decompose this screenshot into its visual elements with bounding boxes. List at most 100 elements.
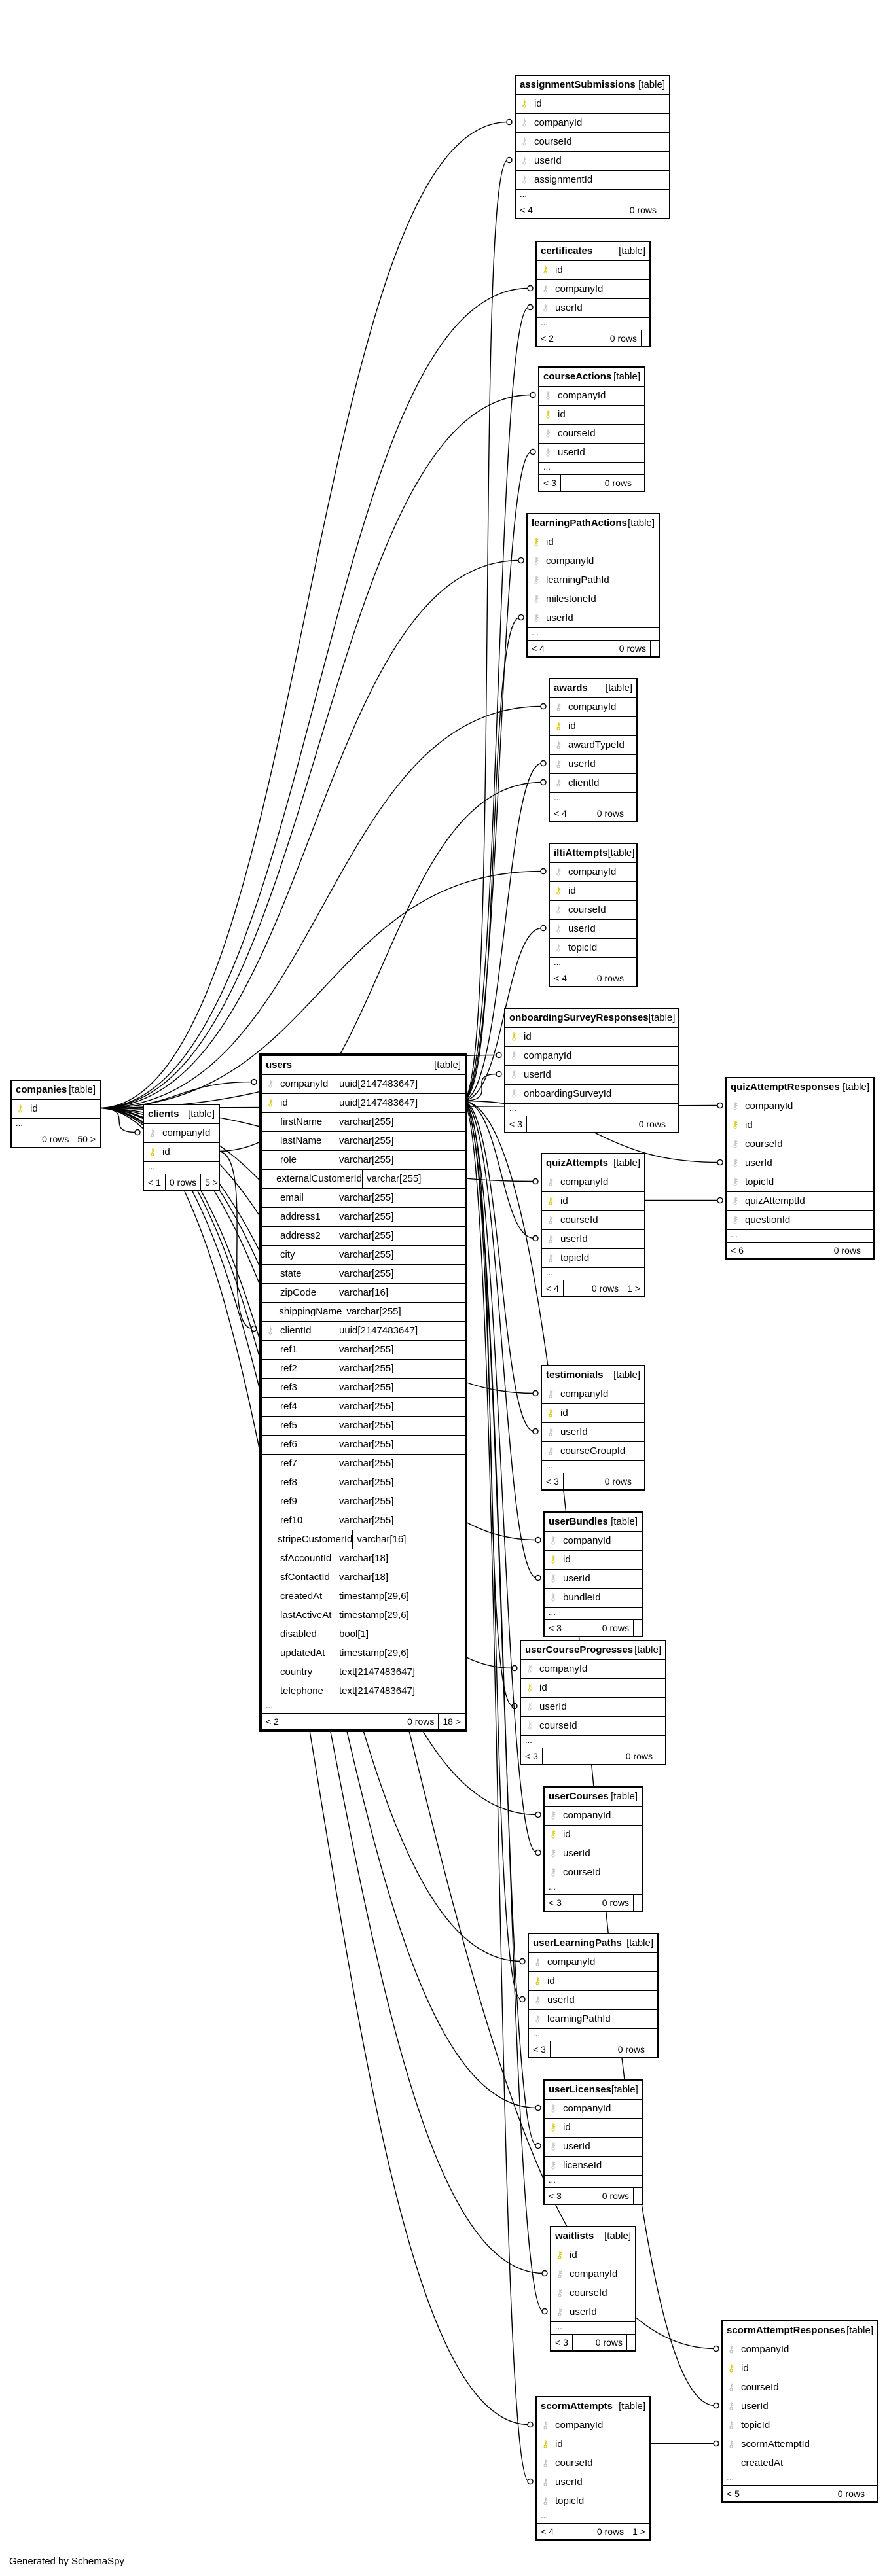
column-name[interactable]: assignmentId <box>534 174 593 185</box>
column-name[interactable]: country <box>280 1667 313 1678</box>
column-name[interactable]: companyId <box>741 2344 789 2355</box>
column-row[interactable]: ⚷bundleId <box>545 1589 642 1608</box>
column-name[interactable]: id <box>524 1031 532 1042</box>
column-name[interactable]: lastActiveAt <box>280 1610 332 1621</box>
column-name[interactable]: id <box>560 1195 568 1207</box>
table-onboardingSurveyResponses[interactable]: onboardingSurveyResponses[table]⚷id⚷comp… <box>504 1008 679 1133</box>
table-testimonials[interactable]: testimonials[table]⚷companyId⚷id⚷userId⚷… <box>541 1365 645 1491</box>
table-name[interactable]: awards <box>554 682 588 694</box>
parent-count[interactable]: < 1 <box>144 1174 166 1190</box>
column-name[interactable]: address1 <box>280 1211 321 1222</box>
table-certificates[interactable]: certificates[table]⚷id⚷companyId⚷userId.… <box>535 241 651 347</box>
column-name[interactable]: userId <box>555 302 583 313</box>
column-name[interactable]: id <box>555 2439 563 2450</box>
column-row[interactable]: ⚷companyId <box>537 2416 649 2435</box>
table-assignmentSubmissions[interactable]: assignmentSubmissions[table]⚷id⚷companyI… <box>515 75 670 219</box>
column-name[interactable]: clientId <box>280 1325 312 1336</box>
column-name[interactable]: topicId <box>568 942 598 953</box>
column-name[interactable]: updatedAt <box>280 1648 325 1659</box>
column-name[interactable]: ref3 <box>280 1382 297 1393</box>
column-name[interactable]: companyId <box>547 1956 596 1967</box>
column-row[interactable]: ⚷userId <box>528 609 659 628</box>
parent-count[interactable]: < 3 <box>539 475 561 491</box>
column-row[interactable]: ⚷courseId <box>550 901 636 920</box>
child-count[interactable] <box>642 330 649 346</box>
column-name[interactable]: userId <box>534 155 562 166</box>
column-row[interactable]: ⚷userId <box>542 1230 644 1249</box>
column-name[interactable]: id <box>547 1975 555 1986</box>
column-name[interactable]: id <box>741 2363 749 2374</box>
column-row[interactable]: ⚷userId <box>551 2303 635 2322</box>
column-row[interactable]: ⚷id <box>550 717 636 736</box>
column-name[interactable]: companyId <box>555 2420 604 2431</box>
column-row[interactable]: ⚷topicId <box>727 1173 873 1192</box>
column-row[interactable]: ⚷userId <box>516 152 669 171</box>
table-name[interactable]: userLicenses <box>549 2084 611 2095</box>
column-name[interactable]: id <box>30 1103 38 1114</box>
column-row[interactable]: ⚷companyId <box>521 1660 665 1679</box>
column-row[interactable]: ⚷clientId <box>550 774 636 793</box>
column-name[interactable]: id <box>280 1097 288 1108</box>
table-learningPathActions[interactable]: learningPathActions[table]⚷id⚷companyId⚷… <box>526 513 660 658</box>
column-name[interactable]: ref1 <box>280 1344 297 1355</box>
table-courseActions[interactable]: courseActions[table]⚷companyId⚷id⚷course… <box>538 366 645 492</box>
column-row[interactable]: ⚷assignmentId <box>516 171 669 190</box>
column-name[interactable]: topicId <box>745 1176 774 1188</box>
table-name[interactable]: userCourseProgresses <box>525 1644 634 1655</box>
column-name[interactable]: courseId <box>570 2287 607 2299</box>
column-name[interactable]: shippingName <box>279 1306 342 1317</box>
parent-count[interactable]: < 6 <box>727 1243 748 1258</box>
column-name[interactable]: companyId <box>546 556 594 567</box>
column-row[interactable]: ⚷userId <box>505 1066 678 1085</box>
column-row[interactable]: ⚷companyId <box>723 2340 877 2359</box>
column-name[interactable]: disabled <box>280 1629 317 1640</box>
column-row[interactable]: ⚷id <box>727 1116 873 1135</box>
column-name[interactable]: ref8 <box>280 1477 297 1488</box>
child-count[interactable] <box>627 2335 635 2350</box>
child-count[interactable] <box>634 2188 642 2204</box>
column-row[interactable]: ⚷id <box>521 1679 665 1698</box>
column-name[interactable]: userId <box>555 2477 583 2488</box>
column-name[interactable]: id <box>563 2122 571 2133</box>
column-row[interactable]: ⚷companyId <box>144 1124 219 1143</box>
column-name[interactable]: sfAccountId <box>280 1553 332 1564</box>
column-name[interactable]: id <box>534 98 542 109</box>
column-row[interactable]: ⚷id <box>528 533 659 552</box>
column-row[interactable]: ⚷companyId <box>545 1807 642 1826</box>
column-row[interactable]: ⚷questionId <box>727 1211 873 1230</box>
parent-count[interactable]: < 3 <box>521 1748 543 1764</box>
column-row[interactable]: ⚷userId <box>723 2397 877 2416</box>
column-name[interactable]: courseId <box>560 1214 598 1226</box>
table-userLearningPaths[interactable]: userLearningPaths[table]⚷companyId⚷id⚷us… <box>528 1933 659 2058</box>
column-name[interactable]: userId <box>563 1573 590 1584</box>
parent-count[interactable]: < 3 <box>545 2188 566 2204</box>
child-count[interactable] <box>661 202 669 218</box>
column-name[interactable]: bundleId <box>563 1592 601 1603</box>
column-row[interactable]: createdAt <box>723 2454 877 2473</box>
column-name[interactable]: telephone <box>280 1685 323 1697</box>
column-row[interactable]: ⚷id <box>529 1972 657 1991</box>
child-count[interactable]: 18 > <box>443 1716 461 1727</box>
table-name[interactable]: certificates <box>541 245 593 256</box>
column-name[interactable]: topicId <box>741 2420 770 2431</box>
column-name[interactable]: userId <box>563 2141 590 2152</box>
column-name[interactable]: ref5 <box>280 1420 297 1431</box>
child-count[interactable]: 5 > <box>205 1177 218 1188</box>
column-name[interactable]: onboardingSurveyId <box>524 1088 612 1099</box>
column-name[interactable]: ref10 <box>280 1515 303 1526</box>
